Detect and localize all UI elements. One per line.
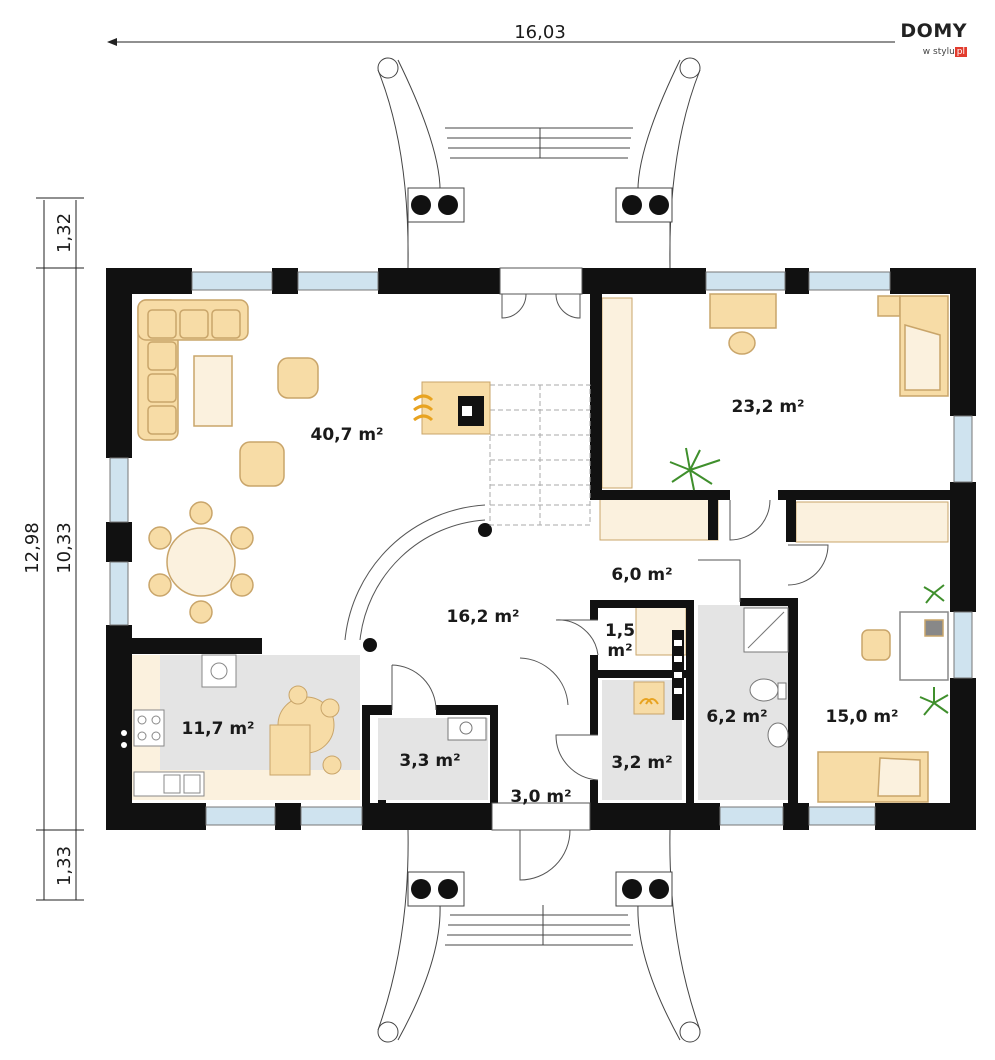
staircase [489, 384, 591, 526]
room-bedroom-small-area: 15,0 m² [825, 707, 898, 727]
plant-icon [669, 447, 721, 491]
room-living-area: 40,7 m² [310, 425, 383, 445]
porch-top [377, 57, 701, 269]
column-dot [378, 800, 386, 808]
porch-bottom [377, 829, 701, 1043]
doors [391, 267, 829, 881]
column-dot [363, 638, 377, 652]
room-vestibule-area: 3,0 m² [510, 787, 571, 807]
fireplace [413, 381, 491, 435]
porch-bottom-columns [407, 871, 673, 907]
room-closet-area: 1,5 [605, 621, 635, 641]
room-closet-unit: m² [607, 641, 632, 661]
boiler [633, 630, 684, 720]
logo-tag: pl [954, 47, 967, 57]
dimension-lines [36, 38, 895, 901]
dim-total-width: 16,03 [514, 22, 566, 43]
windows [109, 271, 973, 826]
dim-porch-bottom: 1,33 [54, 846, 75, 886]
bedroom-large-furniture [709, 293, 949, 397]
room-hall-upper-area: 6,0 m² [611, 565, 672, 585]
curved-partition [344, 504, 486, 641]
dim-porch-top: 1,32 [54, 213, 75, 253]
room-kitchen-area: 11,7 m² [181, 719, 254, 739]
living-furniture [137, 299, 319, 624]
dim-body-depth: 10,33 [54, 522, 75, 574]
walls [106, 268, 976, 830]
plant-icon [919, 584, 949, 716]
washing-machine [447, 717, 487, 741]
bedroom-small-furniture [817, 611, 949, 803]
porch-top-columns [407, 187, 673, 223]
room-bedroom-large-area: 23,2 m² [731, 397, 804, 417]
room-hall-main-area: 16,2 m² [446, 607, 519, 627]
room-boiler-area: 3,2 m² [611, 753, 672, 773]
room-bathroom-area: 6,2 m² [706, 707, 767, 727]
kitchen-furniture [133, 654, 342, 797]
column-dot [478, 523, 492, 537]
bathroom-fixtures [743, 607, 789, 748]
room-pantry-area: 3,3 m² [399, 751, 460, 771]
logo-main-text: DOMY [900, 20, 967, 42]
logo-sub-text: w stylu [922, 47, 955, 57]
dim-total-depth: 12,98 [22, 522, 43, 574]
kitchen-dots [121, 730, 127, 748]
